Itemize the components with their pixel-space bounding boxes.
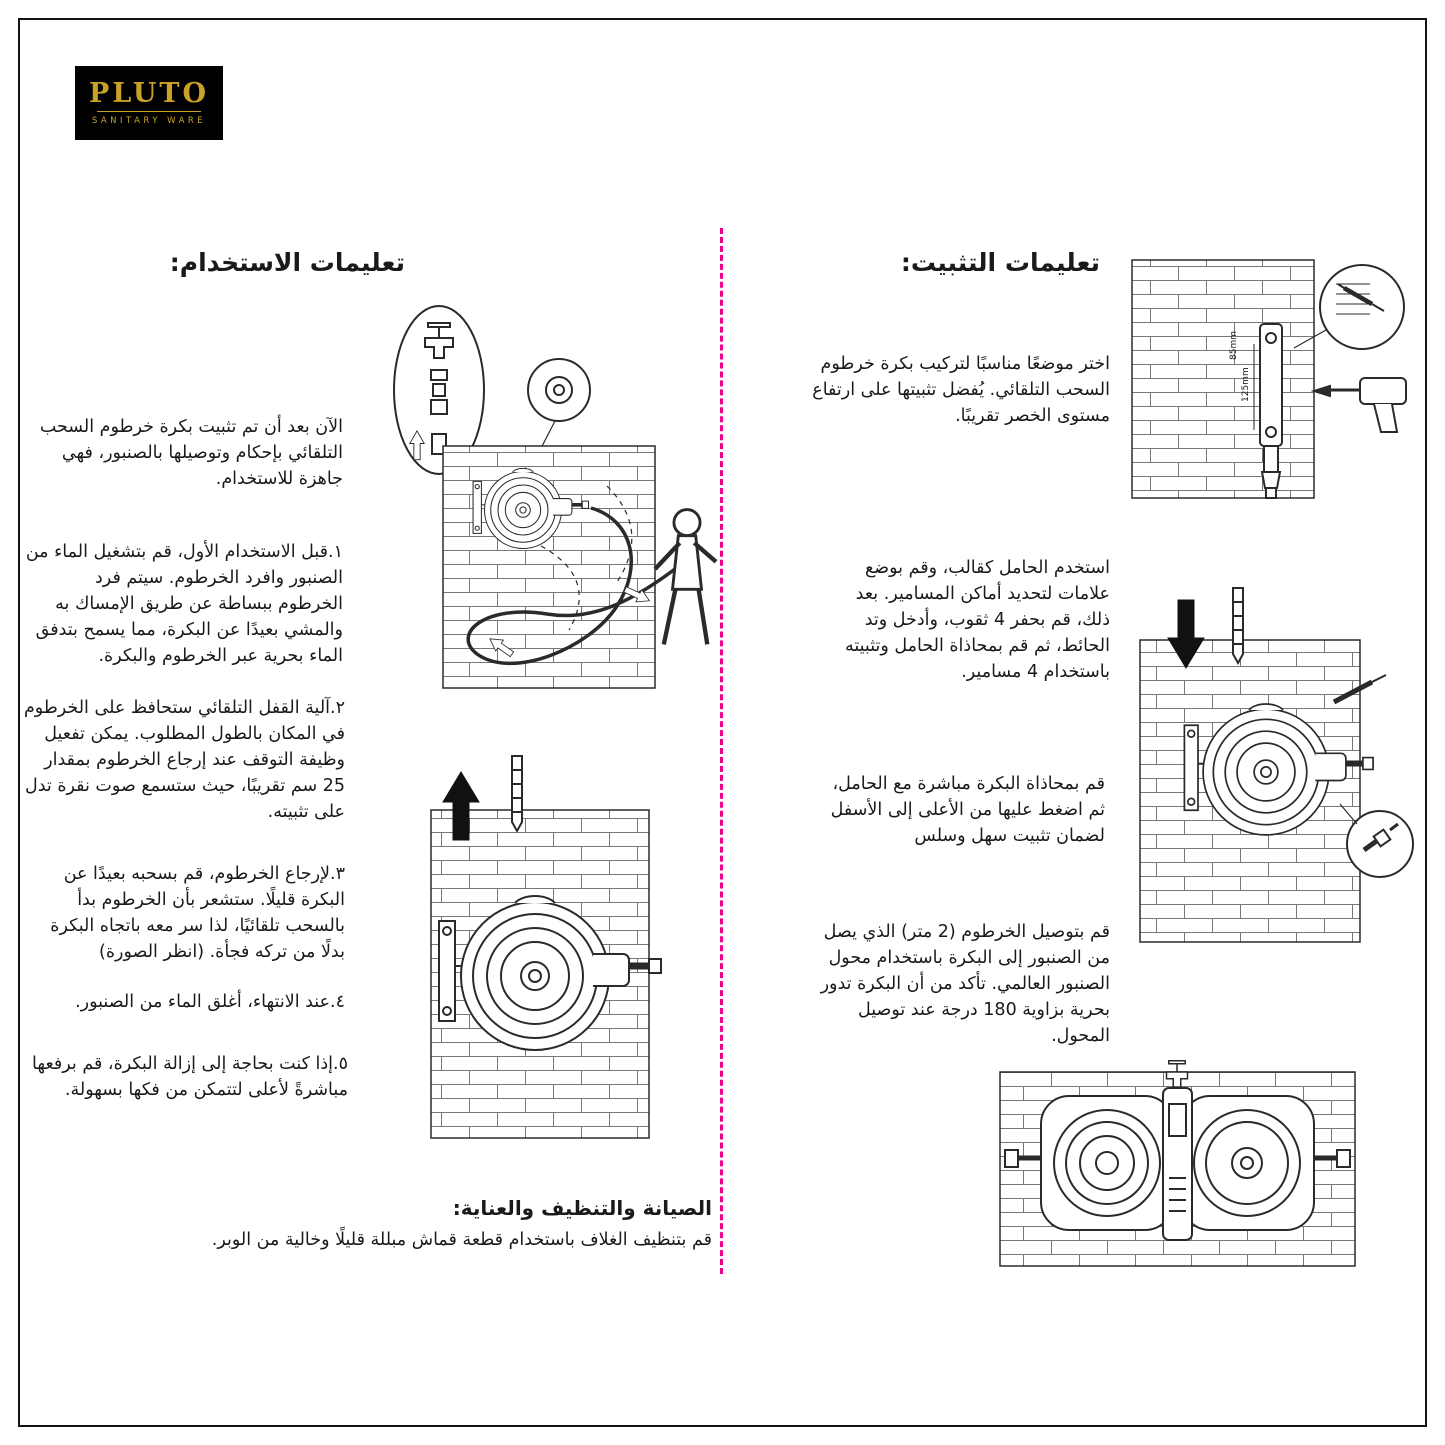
- logo-divider-line: [97, 111, 201, 112]
- maintenance-text: قم بتنظيف الغلاف باستخدام قطعة قماش مبلل…: [211, 1230, 712, 1250]
- inlet-core: [553, 384, 565, 396]
- page-border: [18, 18, 1427, 1427]
- installation-mount-illustration: [1139, 587, 1414, 943]
- usage-step-5: ٥.إذا كنت بحاجة إلى إزالة البكرة، قم برف…: [32, 1054, 348, 1100]
- screw-in-wall-detail: [1336, 283, 1385, 315]
- installation-step-1: اختر موضعًا مناسبًا لتركيب بكرة خرطوم ال…: [812, 354, 1110, 426]
- maintenance-heading: الصيانة والتنظيف والعناية:: [452, 1196, 712, 1220]
- brand-subtitle: SANITARY WARE: [91, 116, 207, 126]
- usage-step-3: ٣.لإرجاع الخرطوم، قم بسحبه بعيدًا عن الب…: [50, 864, 345, 962]
- usage-unwind-illustration: [393, 305, 720, 689]
- column-divider: [720, 228, 723, 1274]
- usage-heading: تعليمات الاستخدام:: [169, 248, 405, 277]
- hose-line: [466, 506, 681, 665]
- reel-inlet-detail-circle: [527, 358, 591, 422]
- measure-label-85mm: 85mm: [1229, 331, 1239, 360]
- brand-name: PLUTO: [89, 78, 209, 109]
- detail-leader-line: [1293, 329, 1327, 349]
- motion-arc: [606, 485, 633, 583]
- installation-step-4: قم بتوصيل الخرطوم (2 متر) الذي يصل من ال…: [820, 922, 1110, 1046]
- usage-step-2: ٢.آلية القفل التلقائي ستحافظ على الخرطوم…: [23, 698, 345, 822]
- drill-detail-circle: [1319, 264, 1405, 350]
- installation-heading: تعليمات التثبيت:: [900, 248, 1100, 277]
- wall-bracket: [1259, 323, 1283, 499]
- measure-label-125mm: 125mm: [1241, 367, 1251, 402]
- usage-remove-illustration: [430, 755, 665, 1139]
- detail-leader-line: [1339, 803, 1358, 825]
- hose-connector-detail: [1362, 822, 1399, 853]
- motion-arc: [540, 545, 580, 631]
- inlet-ring: [545, 376, 573, 404]
- installation-connected-illustration: [999, 1060, 1356, 1267]
- drill-tool: [1310, 377, 1407, 433]
- screw-into-reel: [1332, 674, 1387, 705]
- installation-step-3: قم بمحاذاة البكرة مباشرة مع الحامل، ثم ا…: [830, 774, 1105, 846]
- adapter-stack: [430, 369, 448, 455]
- wall-plug-icon: [1232, 587, 1244, 664]
- usage-step-1: ١.قبل الاستخدام الأول، قم بتشغيل الماء م…: [25, 542, 343, 666]
- installation-step-2: استخدم الحامل كقالب، وقم بوضع علامات لتح…: [844, 558, 1110, 682]
- usage-step-4: ٤.عند الانتهاء، أغلق الماء من الصنبور.: [75, 992, 345, 1012]
- installation-position-illustration: 125mm 85mm: [1131, 259, 1407, 499]
- brick-wall: [1131, 259, 1315, 499]
- usage-intro: الآن بعد أن تم تثبيت بكرة خرطوم السحب ال…: [39, 417, 343, 489]
- wall-plug-icon: [511, 755, 523, 832]
- brand-logo: PLUTO SANITARY WARE: [75, 66, 223, 140]
- double-reel-front-view: [1004, 1087, 1351, 1241]
